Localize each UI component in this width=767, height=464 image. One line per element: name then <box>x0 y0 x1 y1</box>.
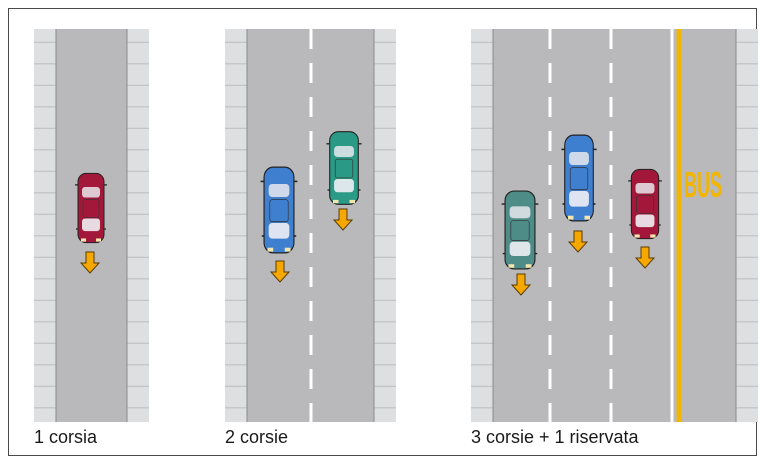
panel-3-road <box>471 29 758 422</box>
panel-2-road <box>225 29 396 422</box>
caption-three-lanes-plus-reserved: 3 corsie + 1 riservata <box>471 427 639 447</box>
caption-one-lane: 1 corsia <box>34 427 98 447</box>
panel-3-car-blue <box>560 134 598 222</box>
panel-3-car-red <box>627 168 663 240</box>
panel-3-car-slate <box>500 190 540 270</box>
panel-1-car-red <box>74 172 108 244</box>
caption-two-lanes: 2 corsie <box>225 427 289 447</box>
panel-2-car-blue <box>259 166 299 254</box>
panel-2-car-teal <box>325 131 363 205</box>
bus-lane-label: BUS <box>684 165 722 206</box>
panel-1-road <box>34 29 149 422</box>
